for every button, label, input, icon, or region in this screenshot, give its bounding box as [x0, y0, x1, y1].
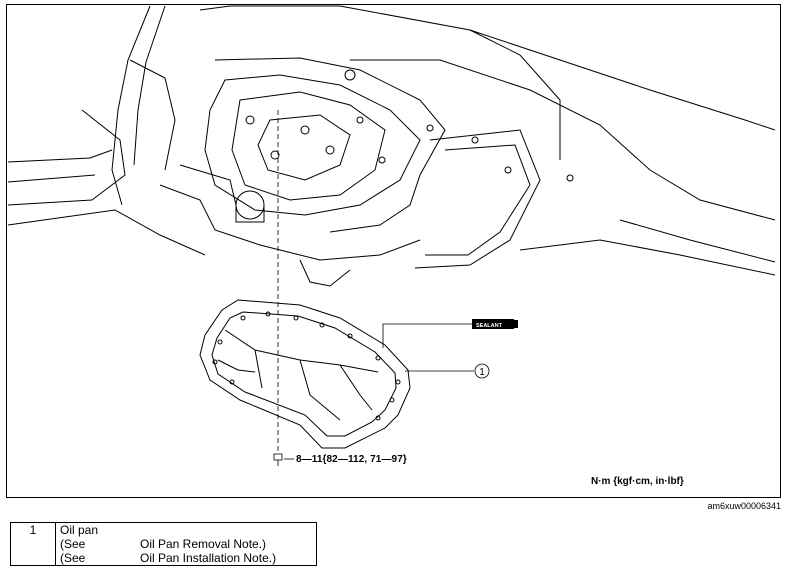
callout-number: 1 — [479, 367, 485, 378]
oil-pan-drawing — [199, 299, 411, 449]
legend-number: 1 — [10, 522, 56, 566]
removal-note-link[interactable]: Oil Pan Removal Note.) — [140, 537, 267, 551]
part-name: Oil pan — [60, 523, 99, 537]
sealant-tag: SEALANT — [476, 323, 503, 329]
units-label: N·m {kgf·cm, in·lbf} — [591, 476, 684, 487]
figure-id: am6xuw00006341 — [707, 501, 781, 511]
engine-underside-drawing — [7, 5, 776, 287]
legend-description: Oil pan (See Oil Pan Removal Note.) (See… — [55, 522, 317, 566]
installation-note-ref: (See Oil Pan Installation Note.) — [60, 551, 277, 565]
diagram-frame — [6, 4, 781, 498]
legend-row: 1 Oil pan (See Oil Pan Removal Note.) (S… — [10, 522, 317, 566]
installation-note-link[interactable]: Oil Pan Installation Note.) — [140, 551, 277, 565]
bolt-drawing — [273, 453, 294, 466]
torque-spec: 8—11{82—112, 71—97} — [296, 454, 407, 465]
part-callout-1: 1 — [405, 363, 490, 379]
sealant-callout: SEALANT — [382, 319, 518, 348]
removal-note-ref: (See Oil Pan Removal Note.) — [60, 537, 267, 551]
legend-table: 1 Oil pan (See Oil Pan Removal Note.) (S… — [10, 522, 317, 566]
